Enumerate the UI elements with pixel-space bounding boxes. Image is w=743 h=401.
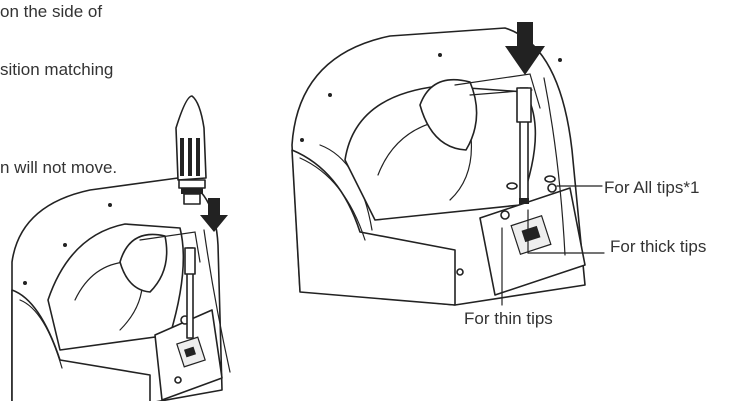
- instruction-text-2: sition matching: [0, 60, 114, 79]
- instruction-text-1: on the side of: [0, 2, 103, 21]
- label-for-thin-tips: For thin tips: [464, 309, 553, 328]
- large-holder-drawing: [291, 22, 605, 306]
- small-holder-drawing: [11, 95, 231, 401]
- label-for-thick-tips: For thick tips: [610, 237, 707, 256]
- label-for-all-tips: For All tips*1: [604, 178, 700, 197]
- instruction-text-3: n will not move.: [0, 158, 118, 177]
